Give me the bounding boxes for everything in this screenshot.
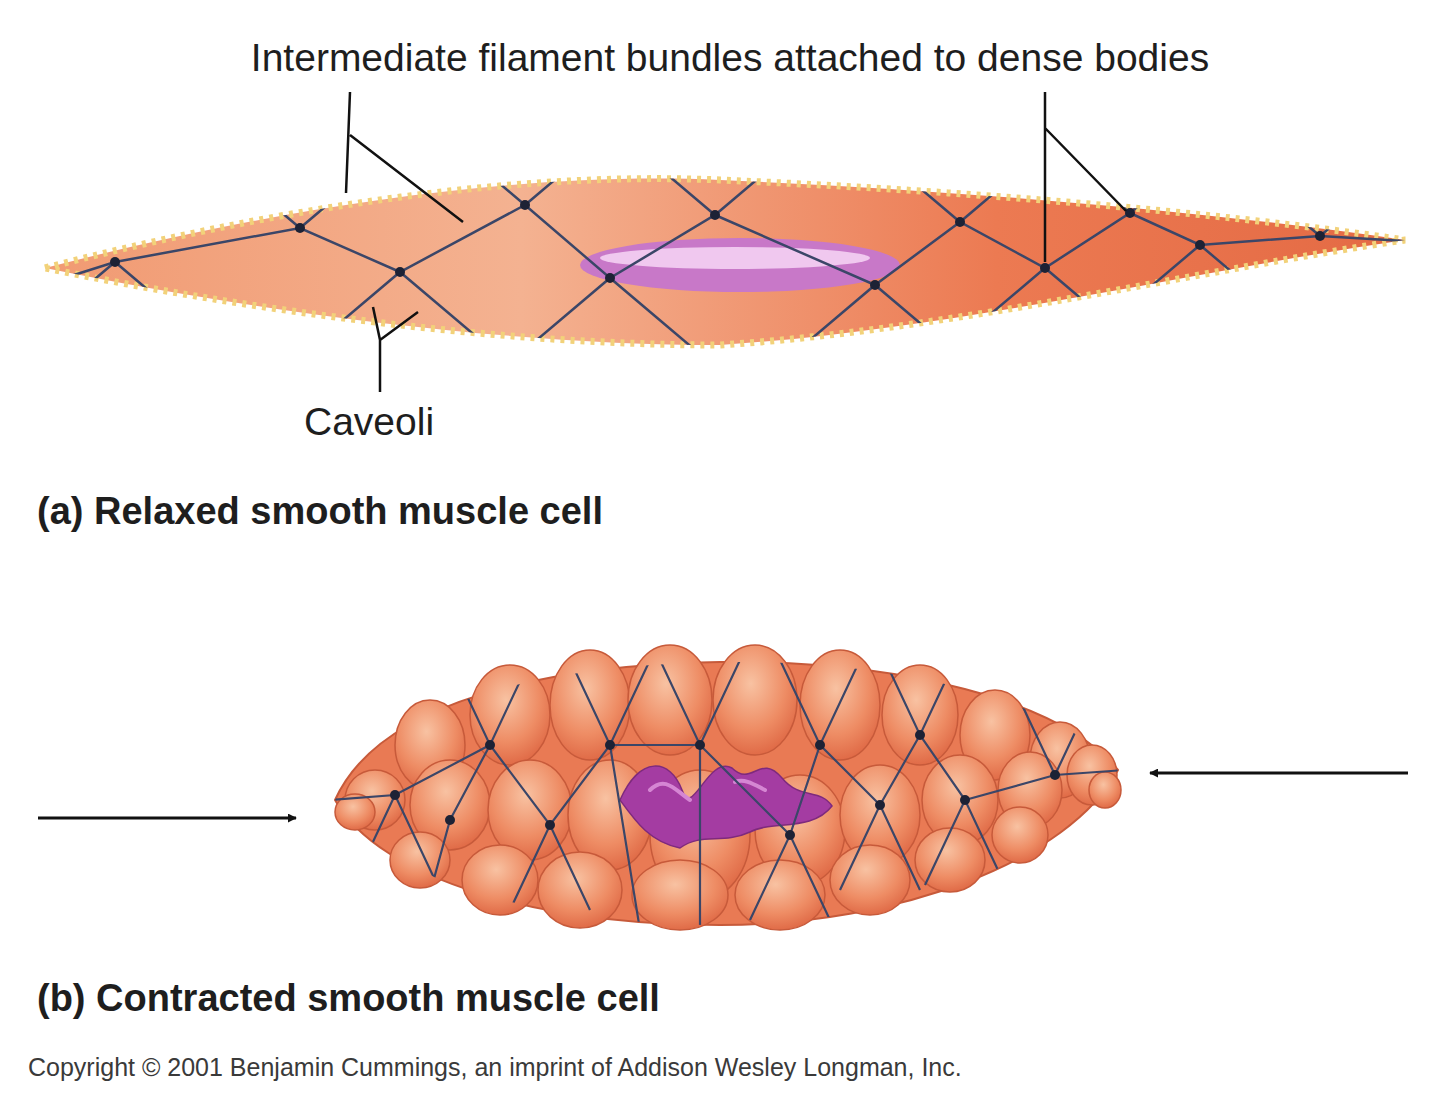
- callout-label: Caveoli: [304, 400, 434, 445]
- callout-label: Intermediate filament bundles attached t…: [251, 36, 1209, 81]
- nucleus: [580, 238, 900, 292]
- dense-bodies: [110, 200, 1325, 290]
- panel-caption: (b) Contracted smooth muscle cell: [37, 977, 660, 1021]
- dense-bodies: [390, 730, 1060, 840]
- contracted-cell: [330, 645, 1125, 930]
- filament-net: [0, 95, 1440, 395]
- membrane-blebs: [335, 645, 1121, 930]
- force-arrows: [38, 773, 1408, 818]
- leader-lines: [346, 92, 1126, 392]
- relaxed-cell: [0, 95, 1440, 395]
- cell-membrane: [45, 179, 1405, 345]
- copyright-note: Copyright © 2001 Benjamin Cummings, an i…: [28, 1053, 962, 1082]
- panel-caption: (a) Relaxed smooth muscle cell: [37, 490, 603, 534]
- filament-net: [330, 650, 1125, 930]
